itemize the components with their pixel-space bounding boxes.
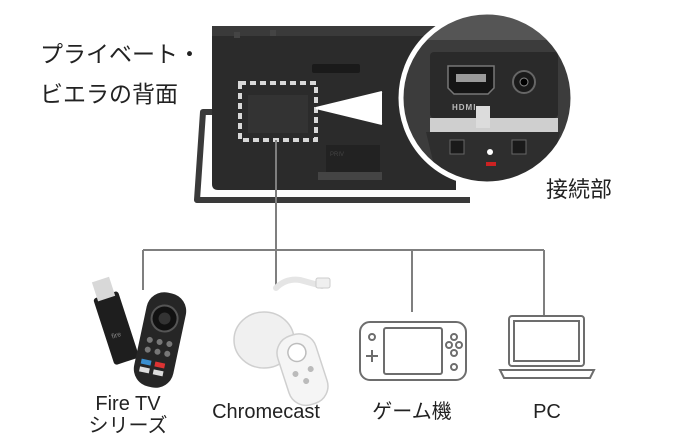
title-line-1: プライベート・ <box>40 41 201 67</box>
device-label-pc: PC <box>533 401 561 423</box>
connection-area-panel <box>248 95 308 133</box>
chromecast-icon <box>233 276 331 407</box>
hdmi-port-icon <box>447 65 495 95</box>
fire-tv-stick-icon: fire <box>91 276 187 388</box>
device-label-fire-tv-line1: Fire TV <box>95 393 161 415</box>
svg-text:PRIV: PRIV <box>330 152 344 158</box>
connector-lines <box>142 140 545 316</box>
hdmi-port-label: HDMI <box>452 103 476 112</box>
zoom-circle: HDMI <box>398 9 576 187</box>
device-label-game-console: ゲーム機 <box>372 401 452 423</box>
svg-text:fire: fire <box>111 331 123 341</box>
device-label-chromecast: Chromecast <box>212 401 320 423</box>
tv-stand <box>194 109 470 203</box>
zoom-pointer <box>316 92 382 124</box>
title-line-2: ビエラの背面 <box>40 81 178 107</box>
connection-label: 接続部 <box>546 177 613 202</box>
laptop-icon <box>498 315 596 379</box>
device-label-fire-tv-line2: シリーズ <box>88 415 168 437</box>
connection-area-highlight <box>238 81 318 142</box>
audio-jack-icon <box>512 70 536 94</box>
game-console-icon <box>359 321 467 381</box>
